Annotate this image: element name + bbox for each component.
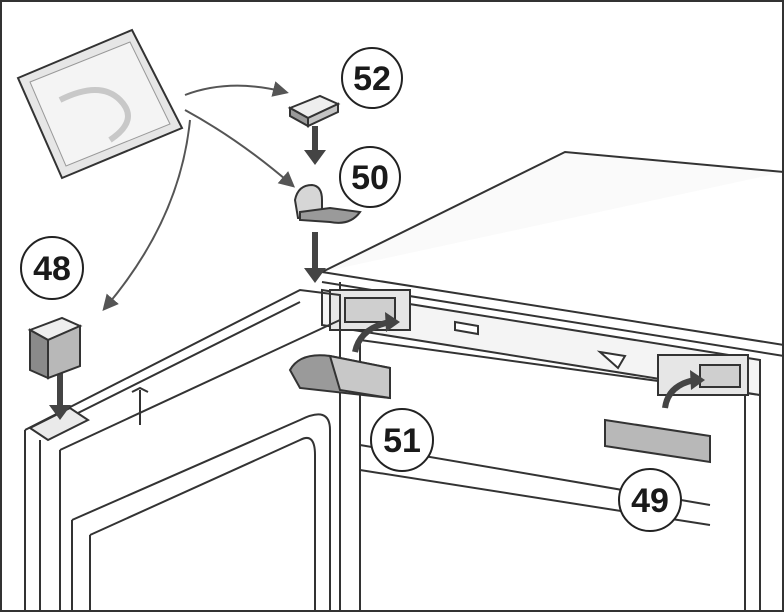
callout-48: 48 [20,236,84,300]
arrow-49-head [690,370,705,390]
callout-52: 52 [341,47,403,109]
bag-arrows [102,81,296,312]
hinge-part-icon [293,183,362,224]
top-rail [321,288,761,397]
callout-52-label: 52 [353,60,391,98]
callout-49-label: 49 [631,482,669,520]
arrow-51-head [385,312,400,332]
callout-49: 49 [618,468,682,532]
door-trim-icon [288,354,391,400]
hinge-cover-icon [27,316,83,380]
arrow-51 [352,319,391,353]
callout-50-label: 50 [351,159,389,197]
down-arrows [49,126,326,420]
callout-51-label: 51 [383,422,421,460]
callout-50: 50 [339,146,401,208]
door [24,288,341,612]
cap-cover-icon [287,94,341,128]
callout-51: 51 [370,408,434,472]
trim-strip-icon [604,418,711,464]
parts-bag-icon [16,28,184,180]
callout-48-label: 48 [33,250,71,288]
